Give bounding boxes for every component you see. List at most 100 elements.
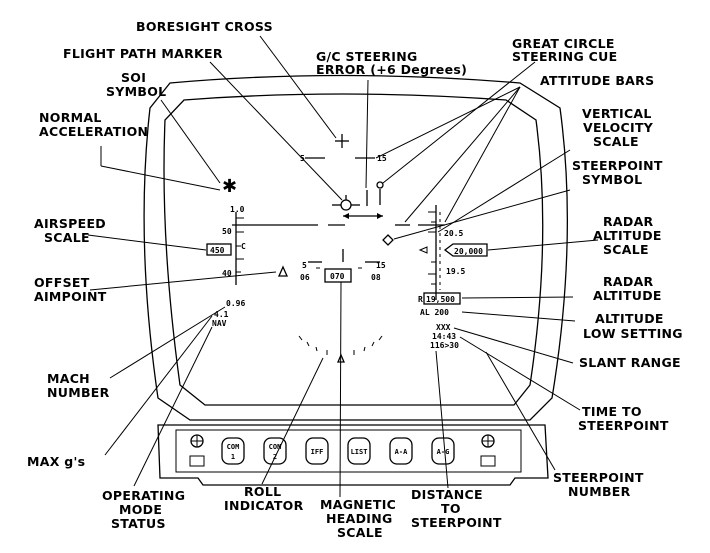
mach-value: 0.96	[226, 299, 245, 308]
label-boresight-cross: BORESIGHT CROSS	[136, 19, 273, 34]
airspeed-value: 450	[210, 246, 225, 255]
flight-path-marker-icon	[332, 195, 360, 211]
com1-number: 1	[231, 453, 235, 461]
label-op-mode-3: STATUS	[111, 516, 166, 531]
pitch-mid-left: 5	[302, 261, 307, 270]
vvs-top: 20.5	[444, 229, 463, 238]
label-time-to-2: STEERPOINT	[578, 418, 669, 433]
label-dist-1: DISTANCE	[411, 487, 483, 502]
label-alt-low-2: LOW SETTING	[583, 326, 683, 341]
knob-left-icon[interactable]	[190, 434, 204, 448]
steerpoint-diamond-icon	[382, 234, 394, 246]
label-great-circle-1: GREAT CIRCLE	[512, 36, 615, 51]
time-value: 14:43	[432, 332, 456, 341]
list-label: LIST	[351, 448, 368, 456]
com1-button[interactable]: COM 1	[221, 437, 245, 465]
label-normal-accel-1: NORMAL	[39, 110, 102, 125]
label-attitude-bars: ATTITUDE BARS	[540, 73, 654, 88]
label-steerpoint-symbol-2: SYMBOL	[582, 172, 642, 187]
label-offset-1: OFFSET	[34, 275, 90, 290]
radar-alt-prefix: R	[418, 295, 423, 304]
label-normal-accel-2: ACCELERATION	[39, 124, 148, 139]
label-radar-alt-scale-1: RADAR	[603, 214, 654, 229]
panel-inner	[175, 429, 522, 473]
label-soi-1: SOI	[121, 70, 146, 85]
pitch-mid-right: 15	[376, 261, 386, 270]
label-steerpoint-symbol-1: STEERPOINT	[572, 158, 663, 173]
ag-button[interactable]: A-G	[431, 437, 455, 465]
radar-alt-value: 19,500	[426, 295, 455, 304]
label-gc-error-1: G/C STEERING	[316, 49, 418, 64]
mode-status-value: NAV	[212, 319, 227, 328]
label-flight-path-marker: FLIGHT PATH MARKER	[63, 46, 223, 61]
label-vvs-3: SCALE	[593, 134, 639, 149]
vvs-bottom: 19.5	[446, 267, 465, 276]
iff-label: IFF	[311, 448, 324, 456]
pitch-ladder-mid: 5 15	[302, 249, 386, 270]
label-gc-error-2: ERROR (+6 Degrees)	[316, 62, 467, 77]
label-vvs-1: VERTICAL	[582, 106, 652, 121]
label-mach-2: NUMBER	[47, 385, 110, 400]
airspeed-c: C	[241, 242, 246, 251]
label-mach-1: MACH	[47, 371, 90, 386]
label-op-mode-2: MODE	[119, 502, 162, 517]
label-alt-low-1: ALTITUDE	[595, 311, 664, 326]
heading-box	[324, 268, 352, 283]
airspeed-40: 40	[222, 269, 232, 278]
aa-button[interactable]: A-A	[389, 437, 413, 465]
com2-label: COM	[269, 443, 282, 451]
airspeed-50: 50	[222, 227, 232, 236]
label-radar-alt-1: RADAR	[603, 274, 654, 289]
label-max-g: MAX g's	[27, 454, 85, 469]
switch-right[interactable]	[480, 455, 496, 467]
radar-altitude: R 19,500	[418, 292, 461, 305]
max-g-value: 4.1	[214, 310, 229, 319]
label-radar-alt-scale-3: SCALE	[603, 242, 649, 257]
callout-labels: BORESIGHT CROSS FLIGHT PATH MARKER G/C S…	[27, 19, 683, 540]
label-sp-num-2: NUMBER	[568, 484, 631, 499]
label-mag-1: MAGNETIC	[320, 497, 396, 512]
label-op-mode-1: OPERATING	[102, 488, 185, 503]
label-mag-2: HEADING	[326, 511, 393, 526]
iff-button[interactable]: IFF	[305, 437, 329, 465]
label-roll-2: INDICATOR	[224, 498, 304, 513]
label-dist-2: TO	[441, 501, 461, 516]
alt-low-value: AL 200	[420, 308, 449, 317]
heading-left: 06	[300, 273, 310, 282]
slant-range-value: XXX	[436, 323, 451, 332]
label-roll-1: ROLL	[244, 484, 281, 499]
list-button[interactable]: LIST	[347, 437, 371, 465]
vvs-caret-icon	[418, 246, 428, 254]
offset-aimpoint-icon	[277, 265, 289, 277]
pitch-top-right: 15	[377, 154, 387, 163]
vvs-box	[443, 243, 488, 257]
roll-indicator	[298, 335, 383, 363]
ag-label: A-G	[437, 448, 450, 456]
label-dist-3: STEERPOINT	[411, 515, 502, 530]
hud-outer-frame	[143, 74, 568, 421]
label-time-to-1: TIME TO	[582, 404, 642, 419]
label-airspeed-2: SCALE	[44, 230, 90, 245]
switch-left[interactable]	[189, 455, 205, 467]
vvs-scale: 20.5 20,000 19.5	[418, 205, 488, 300]
heading-value: 070	[330, 272, 345, 281]
control-panel	[157, 424, 549, 486]
dist-value: 116>30	[430, 341, 459, 350]
label-soi-2: SYMBOL	[106, 84, 166, 99]
vvs-value: 20,000	[454, 247, 483, 256]
knob-right-icon[interactable]	[481, 434, 495, 448]
com1-label: COM	[227, 443, 240, 451]
label-slant-range: SLANT RANGE	[579, 355, 681, 370]
label-airspeed-1: AIRSPEED	[34, 216, 106, 231]
heading-right: 08	[371, 273, 381, 282]
heading-scale: 06 070 08	[300, 267, 381, 283]
leader-lines	[87, 35, 599, 498]
label-offset-2: AIMPOINT	[34, 289, 107, 304]
soi-asterisk-icon: ✱	[222, 176, 237, 197]
airspeed-scale: 1.0 50 C 450 40	[206, 205, 246, 285]
hud-inner-frame	[163, 93, 544, 406]
airspeed-box	[206, 243, 232, 256]
gc-error-bar	[343, 213, 383, 219]
label-radar-alt-2: ALTITUDE	[593, 288, 662, 303]
